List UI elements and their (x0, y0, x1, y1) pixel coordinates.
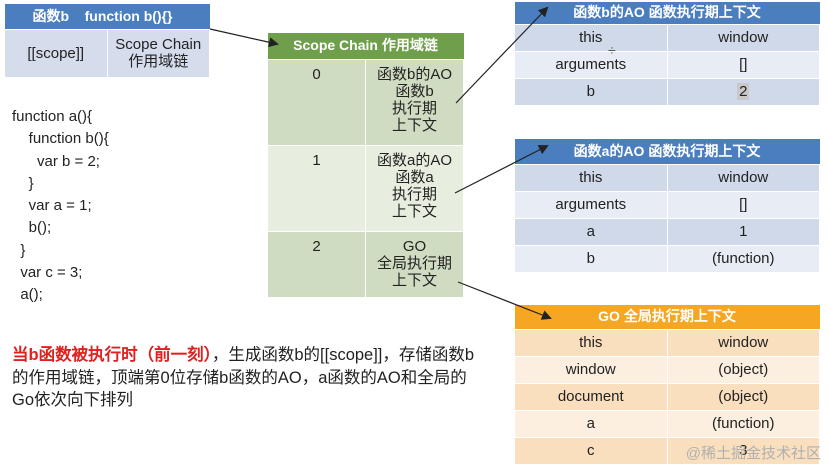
ao-a-key: this (514, 163, 668, 192)
go-key: a (514, 409, 668, 438)
note-highlight: 当b函数被执行时（前一刻） (12, 346, 212, 364)
scope-entry: GO 全局执行期 上下文 (365, 230, 464, 298)
go-row: a (function) (514, 409, 820, 438)
function-b-header: 函数b function b(){} (4, 4, 210, 29)
ao-a-row: this window (514, 163, 820, 192)
ao-a-value: [] (666, 190, 820, 219)
scope-entry-line: 全局执行期 (376, 254, 452, 272)
go-value: (object) (666, 355, 820, 384)
scope-chain-title: Scope Chain 作用域链 (267, 33, 464, 59)
go-value: (object) (666, 382, 820, 411)
ao-b-value: 2 (737, 83, 750, 100)
ao-b-title: 函数b的AO 函数执行期上下文 (514, 2, 820, 24)
scope-entry: 函数b的AO 函数b 执行期 上下文 (365, 58, 464, 146)
scope-entry-line: 函数b (395, 82, 434, 100)
scope-chain-label-cn: 作用域链 (128, 53, 189, 70)
text-cursor-icon: ÷ (608, 42, 616, 58)
scope-chain-row: 0 函数b的AO 函数b 执行期 上下文 (267, 58, 464, 146)
go-value: (function) (666, 409, 820, 438)
scope-chain-table: Scope Chain 作用域链 0 函数b的AO 函数b 执行期 上下文 1 … (267, 33, 464, 298)
ao-a-table: 函数a的AO 函数执行期上下文 this window arguments []… (514, 139, 820, 273)
scope-chain-row: 1 函数a的AO 函数a 执行期 上下文 (267, 144, 464, 232)
ao-b-key: this (514, 23, 668, 52)
ao-a-key: a (514, 217, 668, 246)
scope-entry-line: 执行期 (391, 185, 437, 203)
ao-a-row: a 1 (514, 217, 820, 246)
go-key: window (514, 355, 668, 384)
arrow-scope-to-chain (209, 28, 279, 48)
go-key: document (514, 382, 668, 411)
watermark: @稀土掘金技术社区 (685, 445, 821, 462)
scope-chain-row: 2 GO 全局执行期 上下文 (267, 230, 464, 298)
ao-b-value-cell: 2 (666, 77, 820, 106)
go-table: GO 全局执行期上下文 this window window (object) … (514, 305, 820, 465)
ao-a-value: 1 (666, 217, 820, 246)
scope-entry-line: 上下文 (391, 271, 437, 289)
scope-index: 1 (267, 144, 366, 232)
go-row: window (object) (514, 355, 820, 384)
go-key: c (514, 436, 668, 465)
go-row: c 3 (514, 436, 820, 465)
ao-b-key: b (514, 77, 668, 106)
go-title: GO 全局执行期上下文 (514, 305, 820, 329)
scope-chain-label: Scope Chain 作用域链 (106, 28, 210, 78)
ao-b-table: 函数b的AO 函数执行期上下文 this window arguments []… (514, 2, 820, 106)
scope-entry-line: 函数a的AO (376, 151, 452, 169)
scope-index: 2 (267, 230, 366, 298)
scope-entry-line: 函数a (395, 168, 434, 186)
scope-entry-line: GO (402, 237, 427, 255)
go-value: 3 (666, 436, 820, 465)
go-row: document (object) (514, 382, 820, 411)
ao-a-value: (function) (666, 244, 820, 273)
scope-entry-line: 上下文 (391, 202, 437, 220)
arrow-to-go (457, 281, 552, 320)
ao-a-key: arguments (514, 190, 668, 219)
arrow-to-ao-b (455, 6, 549, 104)
scope-chain-label-en: Scope Chain (115, 36, 202, 53)
scope-index: 0 (267, 58, 366, 146)
code-block: function a(){ function b(){ var b = 2; }… (12, 108, 109, 304)
note-text: ，生成函数b的[[scope]]，存储函数b的作用域链，顶端第0位存储b函数的A… (12, 346, 475, 409)
ao-a-row: arguments [] (514, 190, 820, 219)
scope-entry-line: 执行期 (391, 99, 437, 117)
ao-a-title: 函数a的AO 函数执行期上下文 (514, 139, 820, 164)
scope-entry-line: 上下文 (391, 116, 437, 134)
ao-b-value: window (666, 23, 820, 52)
scope-entry: 函数a的AO 函数a 执行期 上下文 (365, 144, 464, 232)
scope-label: [[scope]] (4, 28, 108, 78)
arrow-to-ao-a (454, 145, 549, 194)
go-value: window (666, 328, 820, 357)
ao-a-row: b (function) (514, 244, 820, 273)
function-b-table: 函数b function b(){} [[scope]] Scope Chain… (4, 4, 210, 78)
ao-b-row: b 2 (514, 77, 820, 106)
ao-a-key: b (514, 244, 668, 273)
scope-entry-line: 函数b的AO (376, 65, 452, 83)
ao-b-row: this window (514, 23, 820, 52)
explanation-note: 当b函数被执行时（前一刻），生成函数b的[[scope]]，存储函数b的作用域链… (12, 344, 482, 412)
